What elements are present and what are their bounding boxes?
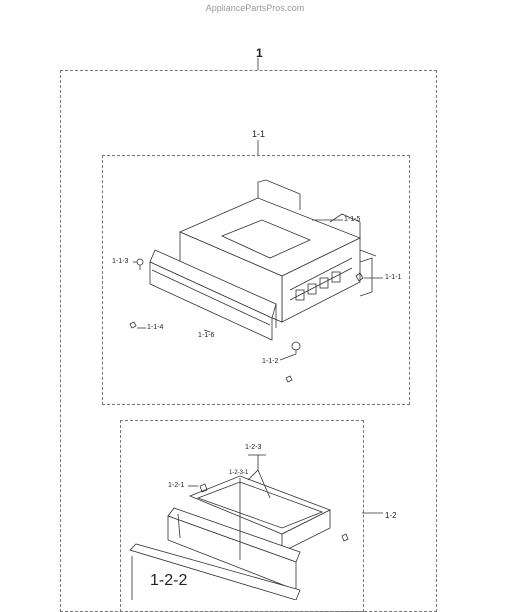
vent-slot: [307, 283, 317, 295]
clip-part: [285, 375, 293, 383]
part-label-1-2-1: 1-2-1: [168, 482, 185, 489]
vent-slot: [319, 277, 329, 289]
leveler-foot-1-1-2: [291, 341, 301, 351]
clip-1-2-1: [199, 483, 208, 493]
part-label-1-2-3: 1-2-3: [245, 444, 262, 451]
part-label-1-1-2: 1-1-2: [262, 358, 279, 365]
subassembly-1-2-label: 1-2: [385, 511, 397, 520]
part-label-1-1-3: 1-1-3: [112, 258, 129, 265]
vent-slot: [295, 289, 305, 301]
housing-top-window: [220, 219, 312, 259]
subassembly-1-1-label: 1-1: [252, 129, 266, 139]
watermark-text: AppliancePartsPros.com: [205, 3, 305, 13]
clip-1-1-4: [129, 321, 137, 329]
drawer-bin-inner: [196, 481, 324, 529]
front-panel-face: [149, 261, 273, 341]
part-label-1-1-1: 1-1-1: [385, 274, 402, 281]
vent-slot: [331, 271, 341, 283]
clip-part-right: [341, 533, 349, 542]
bottom-panel-1-2-2: [129, 543, 301, 600]
part-label-1-2-2: 1-2-2: [150, 572, 188, 589]
subassembly-1-1-frame: [102, 155, 410, 405]
clip-1-1-1: [355, 272, 364, 282]
screw-1-1-3: [136, 258, 144, 266]
assembly-1-label: 1: [256, 46, 263, 60]
part-label-1-1-4: 1-1-4: [147, 324, 164, 331]
part-label-1-2-3-1: 1-2-3-1: [229, 470, 249, 476]
part-label-1-1-6: 1-1-6: [198, 332, 215, 339]
side-bracket: [359, 249, 377, 257]
part-label-1-1-5: 1-1-5: [344, 216, 361, 223]
